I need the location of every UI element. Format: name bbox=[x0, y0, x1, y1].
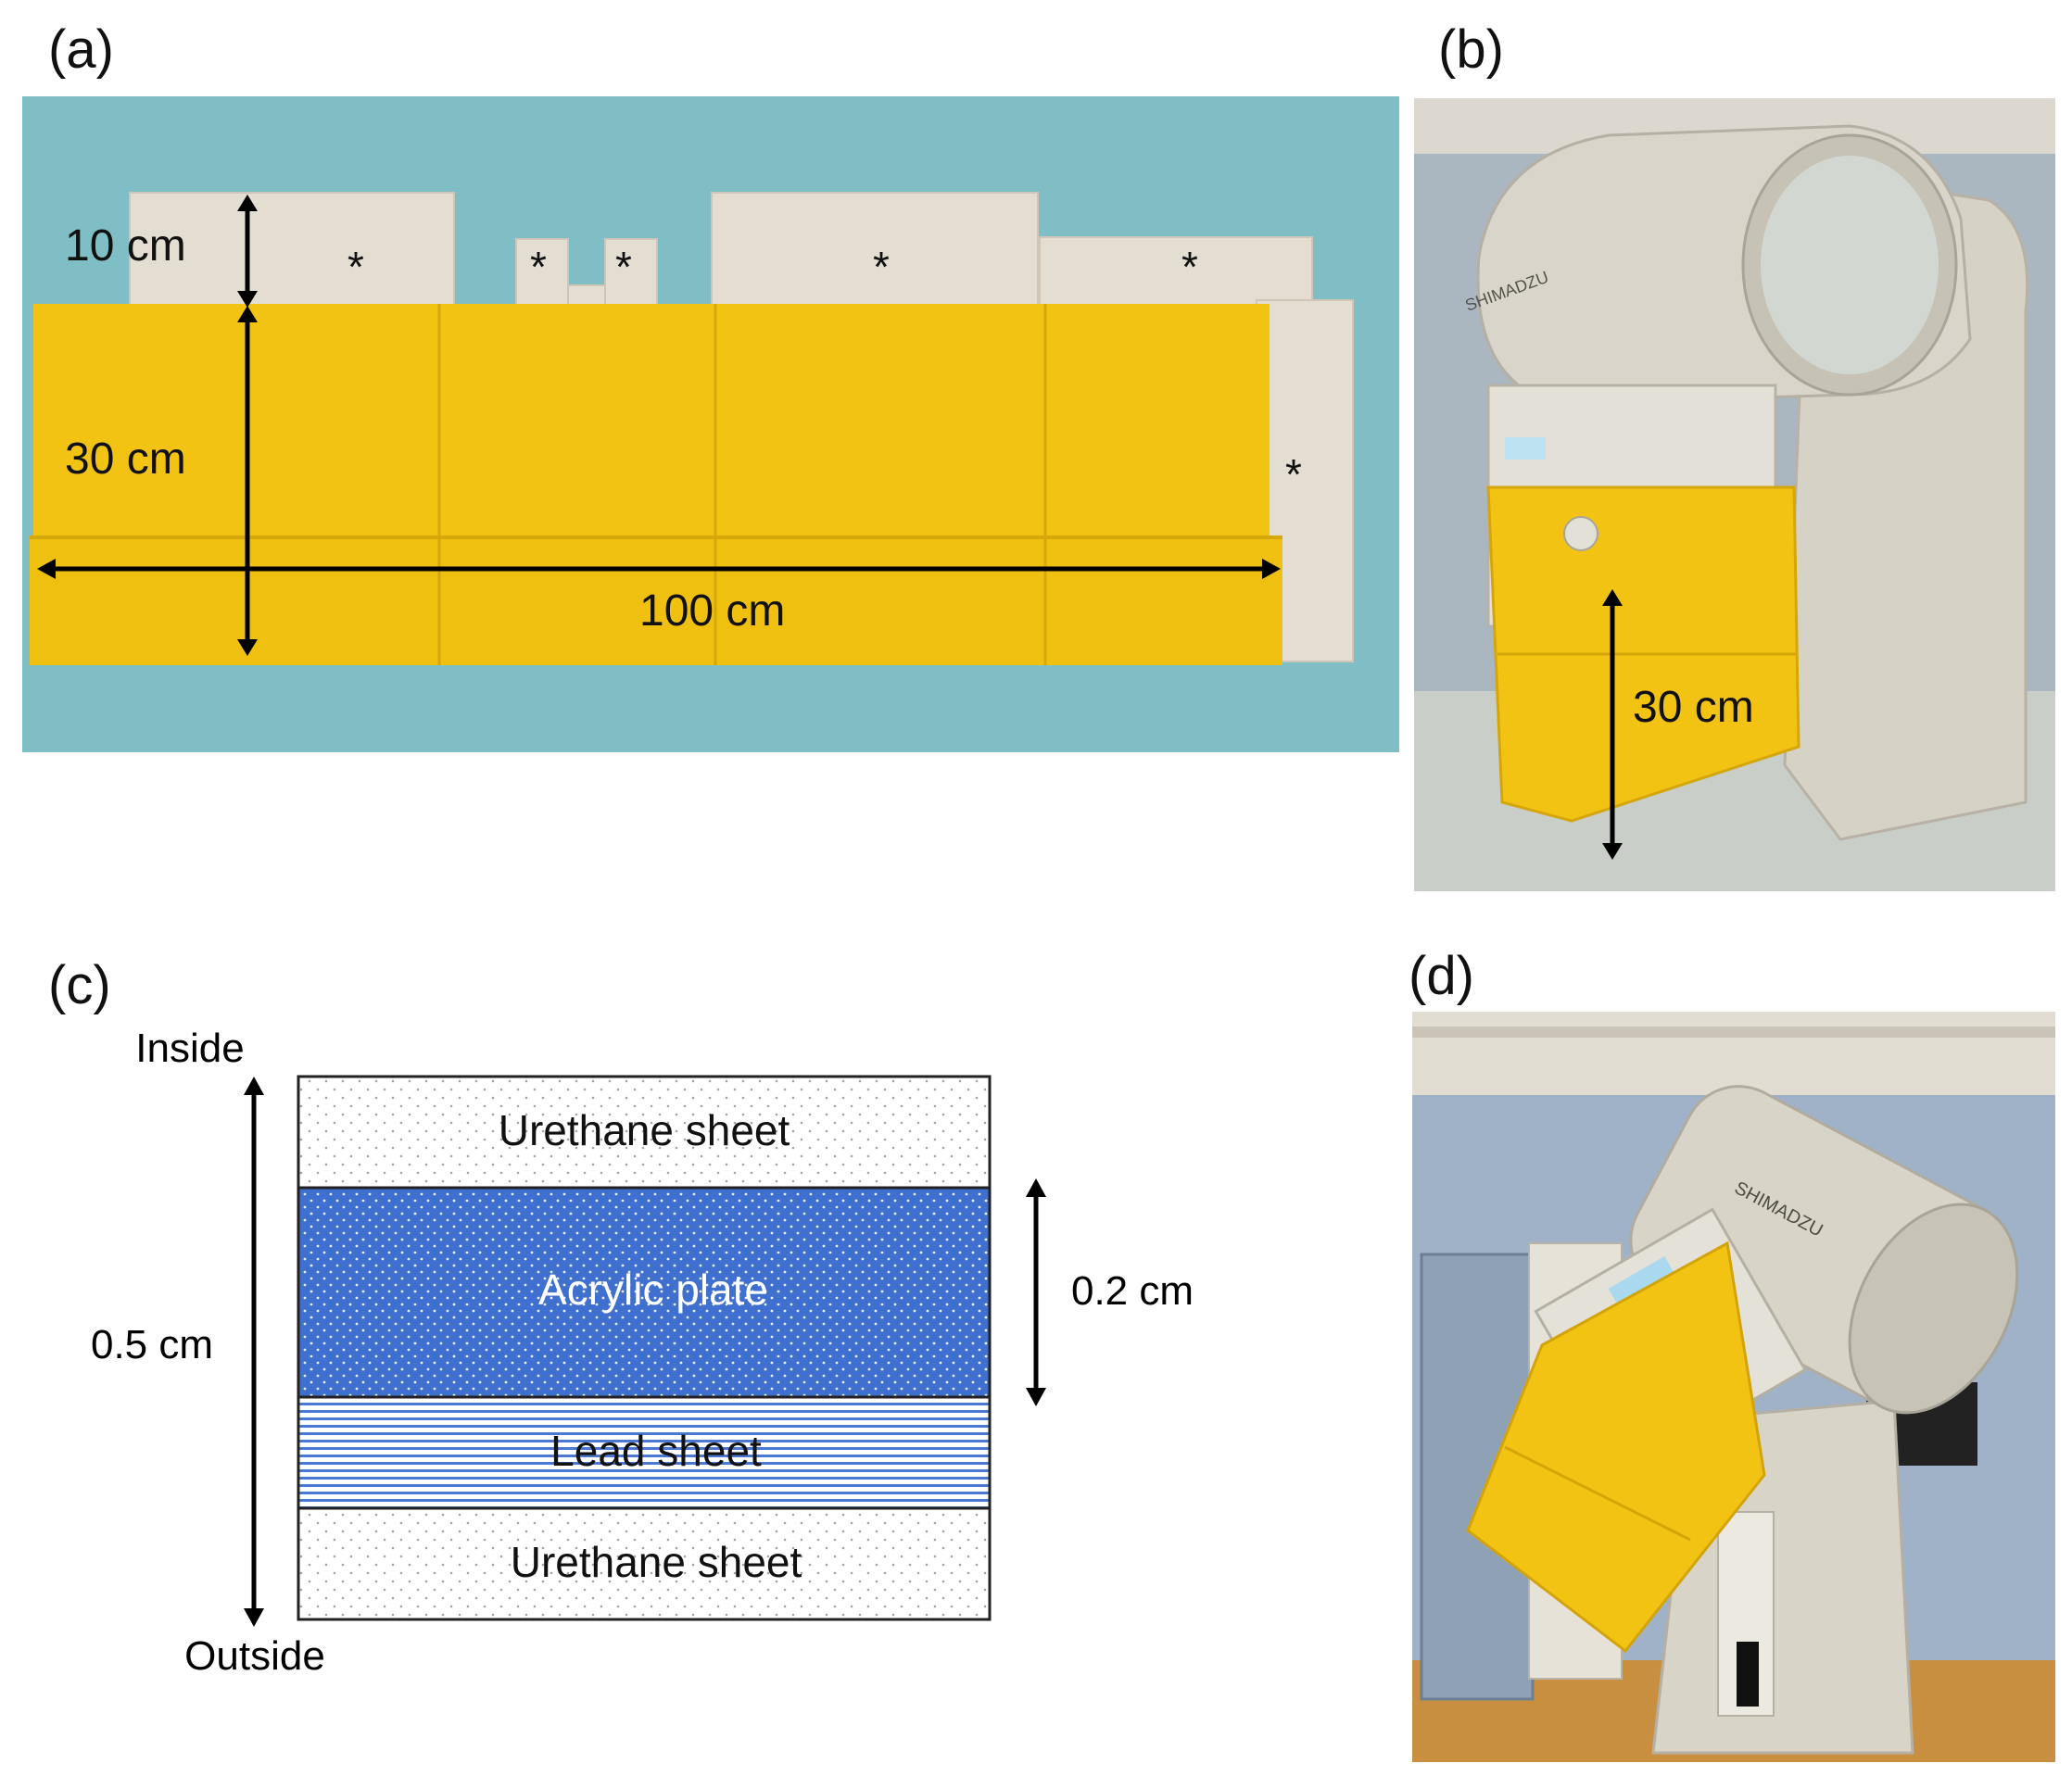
tube-head-d: SHIMADZU bbox=[1629, 1085, 2019, 1415]
body-height-label: 30 cm bbox=[65, 435, 186, 484]
layer-label: Lead sheet bbox=[550, 1427, 762, 1475]
panel-label-a: (a) bbox=[48, 19, 114, 80]
panel-label-c: (c) bbox=[48, 955, 111, 1015]
flap-marker: * bbox=[1285, 450, 1302, 498]
control-display bbox=[1505, 437, 1546, 460]
layer-diagram: Inside Outside Urethane sheet Acrylic pl… bbox=[91, 1026, 1194, 1679]
layer-lead: Lead sheet bbox=[297, 1395, 992, 1510]
layer-acrylic: Acrylic plate bbox=[297, 1186, 992, 1399]
layer-urethane-top: Urethane sheet bbox=[297, 1075, 992, 1190]
layer-label: Acrylic plate bbox=[538, 1266, 768, 1314]
panel-label-b: (b) bbox=[1438, 19, 1504, 80]
layer-label: Urethane sheet bbox=[511, 1538, 802, 1586]
dimension-arrow-b bbox=[1602, 589, 1623, 860]
yellow-cover bbox=[30, 304, 1282, 665]
panel-d-photo: SHIMADZU bbox=[1412, 1012, 2055, 1762]
total-width-label: 100 cm bbox=[639, 586, 786, 636]
tube-head: SHIMADZU bbox=[1463, 124, 1972, 406]
total-thickness-arrow bbox=[244, 1077, 264, 1627]
panel-b-photo: SHIMADZU bbox=[1414, 98, 2055, 891]
layer-urethane-bottom: Urethane sheet bbox=[297, 1506, 992, 1621]
cover-height-label-b: 30 cm bbox=[1633, 683, 1754, 732]
acrylic-thickness-label: 0.2 cm bbox=[1071, 1268, 1194, 1314]
flap-marker: * bbox=[615, 243, 632, 291]
flap-marker: * bbox=[873, 243, 890, 291]
dimension-arrows-a bbox=[37, 195, 1281, 656]
flap-marker: * bbox=[347, 243, 364, 291]
flap-markers: * * * * * * bbox=[347, 243, 1302, 498]
acrylic-thickness-arrow bbox=[1026, 1178, 1046, 1406]
total-thickness-label: 0.5 cm bbox=[91, 1322, 213, 1367]
flap-marker: * bbox=[1181, 243, 1198, 291]
outside-label: Outside bbox=[184, 1633, 325, 1679]
yellow-cover-d bbox=[1466, 1241, 1766, 1654]
inside-label: Inside bbox=[135, 1026, 244, 1071]
flap-height-label: 10 cm bbox=[65, 221, 186, 271]
panel-a-photo: * * * * * * bbox=[22, 96, 1399, 752]
panel-label-d: (d) bbox=[1409, 946, 1474, 1006]
layer-label: Urethane sheet bbox=[499, 1106, 790, 1154]
flap-marker: * bbox=[530, 243, 547, 291]
